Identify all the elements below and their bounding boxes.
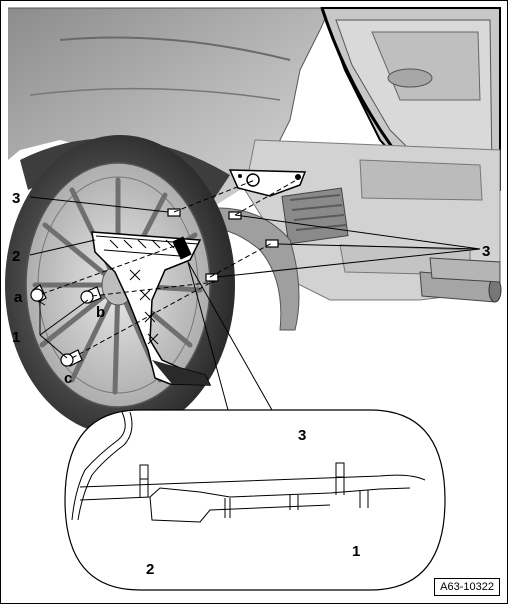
callout-3-detail: 3 — [298, 427, 306, 444]
car-body — [8, 7, 331, 215]
callout-1-left: 1 — [12, 329, 20, 346]
clip-nut — [265, 239, 279, 248]
assembly-lines — [41, 177, 301, 359]
screw-a — [30, 284, 47, 303]
guide-bracket — [91, 231, 212, 386]
callout-c: c — [64, 370, 72, 387]
upper-bracket — [228, 169, 307, 197]
detail-clip-right-icon — [335, 462, 345, 478]
callout-2-left: 2 — [12, 248, 20, 265]
bracket-hole-icon — [246, 173, 260, 187]
bracket-hole-icon — [238, 174, 242, 178]
detail-view — [64, 261, 446, 591]
callout-2-detail: 2 — [146, 561, 154, 578]
callout-3-right: 3 — [482, 243, 490, 260]
clip-nut — [167, 208, 181, 217]
clip-nut — [205, 273, 219, 282]
screw-b — [80, 286, 102, 304]
badge-icon — [387, 68, 433, 88]
callout-b: b — [96, 304, 105, 321]
exhaust-tailpipes — [419, 257, 502, 303]
detail-clip-left-icon — [139, 464, 149, 480]
callout-1-detail: 1 — [352, 543, 360, 560]
callout-3-top-left: 3 — [12, 190, 20, 207]
callout-a: a — [14, 289, 23, 306]
screw-c — [60, 349, 83, 367]
reference-code: A63-10322 — [434, 578, 500, 596]
